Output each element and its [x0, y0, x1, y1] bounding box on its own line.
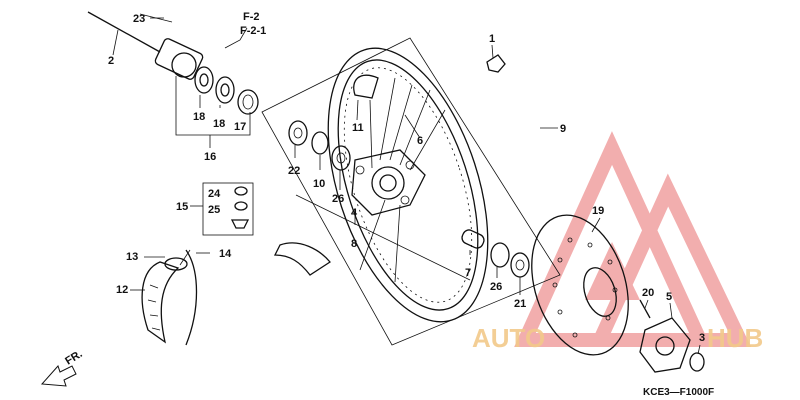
ref-f2-1: F-2-1 — [240, 25, 266, 37]
ref-f2: F-2 — [243, 11, 260, 23]
watermark-text: AUTO HUB — [472, 323, 763, 353]
callout-22: 22 — [288, 165, 300, 177]
callout-17: 17 — [234, 121, 246, 133]
callouts: 1 2 3 4 5 6 7 8 9 10 11 12 13 14 15 16 1… — [108, 13, 705, 344]
callout-6: 6 — [417, 135, 423, 147]
rim-tube-protector — [273, 242, 331, 276]
tire-and-tube — [141, 249, 198, 346]
front-direction-arrow — [40, 365, 77, 387]
callout-10: 10 — [313, 178, 325, 190]
distance-collar — [461, 229, 485, 249]
wheel-assembly — [261, 37, 561, 346]
direction-label: FR. — [63, 348, 84, 368]
rim-inner — [337, 59, 479, 311]
rim-outer — [327, 47, 489, 323]
wheel-frame-outline — [261, 37, 561, 346]
callout-26a: 26 — [332, 193, 344, 205]
front-axle — [87, 11, 204, 80]
callout-24: 24 — [208, 188, 221, 200]
callout-8: 8 — [351, 238, 357, 250]
axle-nut — [689, 352, 705, 372]
rim-spoke-holes — [343, 67, 473, 303]
callout-1: 1 — [489, 33, 495, 45]
callout-12: 12 — [116, 284, 128, 296]
rim-band — [185, 249, 198, 346]
leader-lines — [112, 17, 701, 355]
valve-kit — [202, 182, 254, 236]
callout-21: 21 — [514, 298, 526, 310]
callout-16: 16 — [204, 151, 216, 163]
callout-11: 11 — [352, 122, 364, 134]
tube — [164, 257, 188, 271]
callout-18b: 18 — [213, 118, 225, 130]
rim-lock — [353, 74, 379, 99]
callout-9: 9 — [560, 123, 566, 135]
callout-18a: 18 — [193, 111, 205, 123]
nut-1 — [486, 54, 506, 73]
callout-2: 2 — [108, 55, 114, 67]
brake-disc — [531, 214, 629, 356]
left-spacers — [194, 66, 259, 115]
callout-20: 20 — [642, 287, 654, 299]
speedometer-gearbox — [154, 38, 204, 80]
callout-5: 5 — [666, 291, 672, 303]
hub — [351, 149, 426, 216]
spokes — [359, 77, 446, 283]
callout-23: 23 — [133, 13, 145, 25]
watermark-prefix: AUTO — [472, 323, 545, 353]
callout-4: 4 — [351, 207, 358, 219]
figure-code: KCE3—F1000F — [643, 387, 714, 398]
callout-14: 14 — [219, 248, 232, 260]
reference-labels: F-2 F-2-1 — [240, 11, 266, 37]
callout-7: 7 — [465, 267, 471, 279]
callout-25: 25 — [208, 204, 220, 216]
callout-26b: 26 — [490, 281, 502, 293]
tire — [141, 261, 180, 344]
callout-19: 19 — [592, 205, 604, 217]
callout-3: 3 — [699, 332, 705, 344]
watermark-suffix: HUB — [707, 323, 763, 353]
callout-13: 13 — [126, 251, 138, 263]
callout-15: 15 — [176, 201, 188, 213]
watermark-logo — [514, 131, 752, 347]
